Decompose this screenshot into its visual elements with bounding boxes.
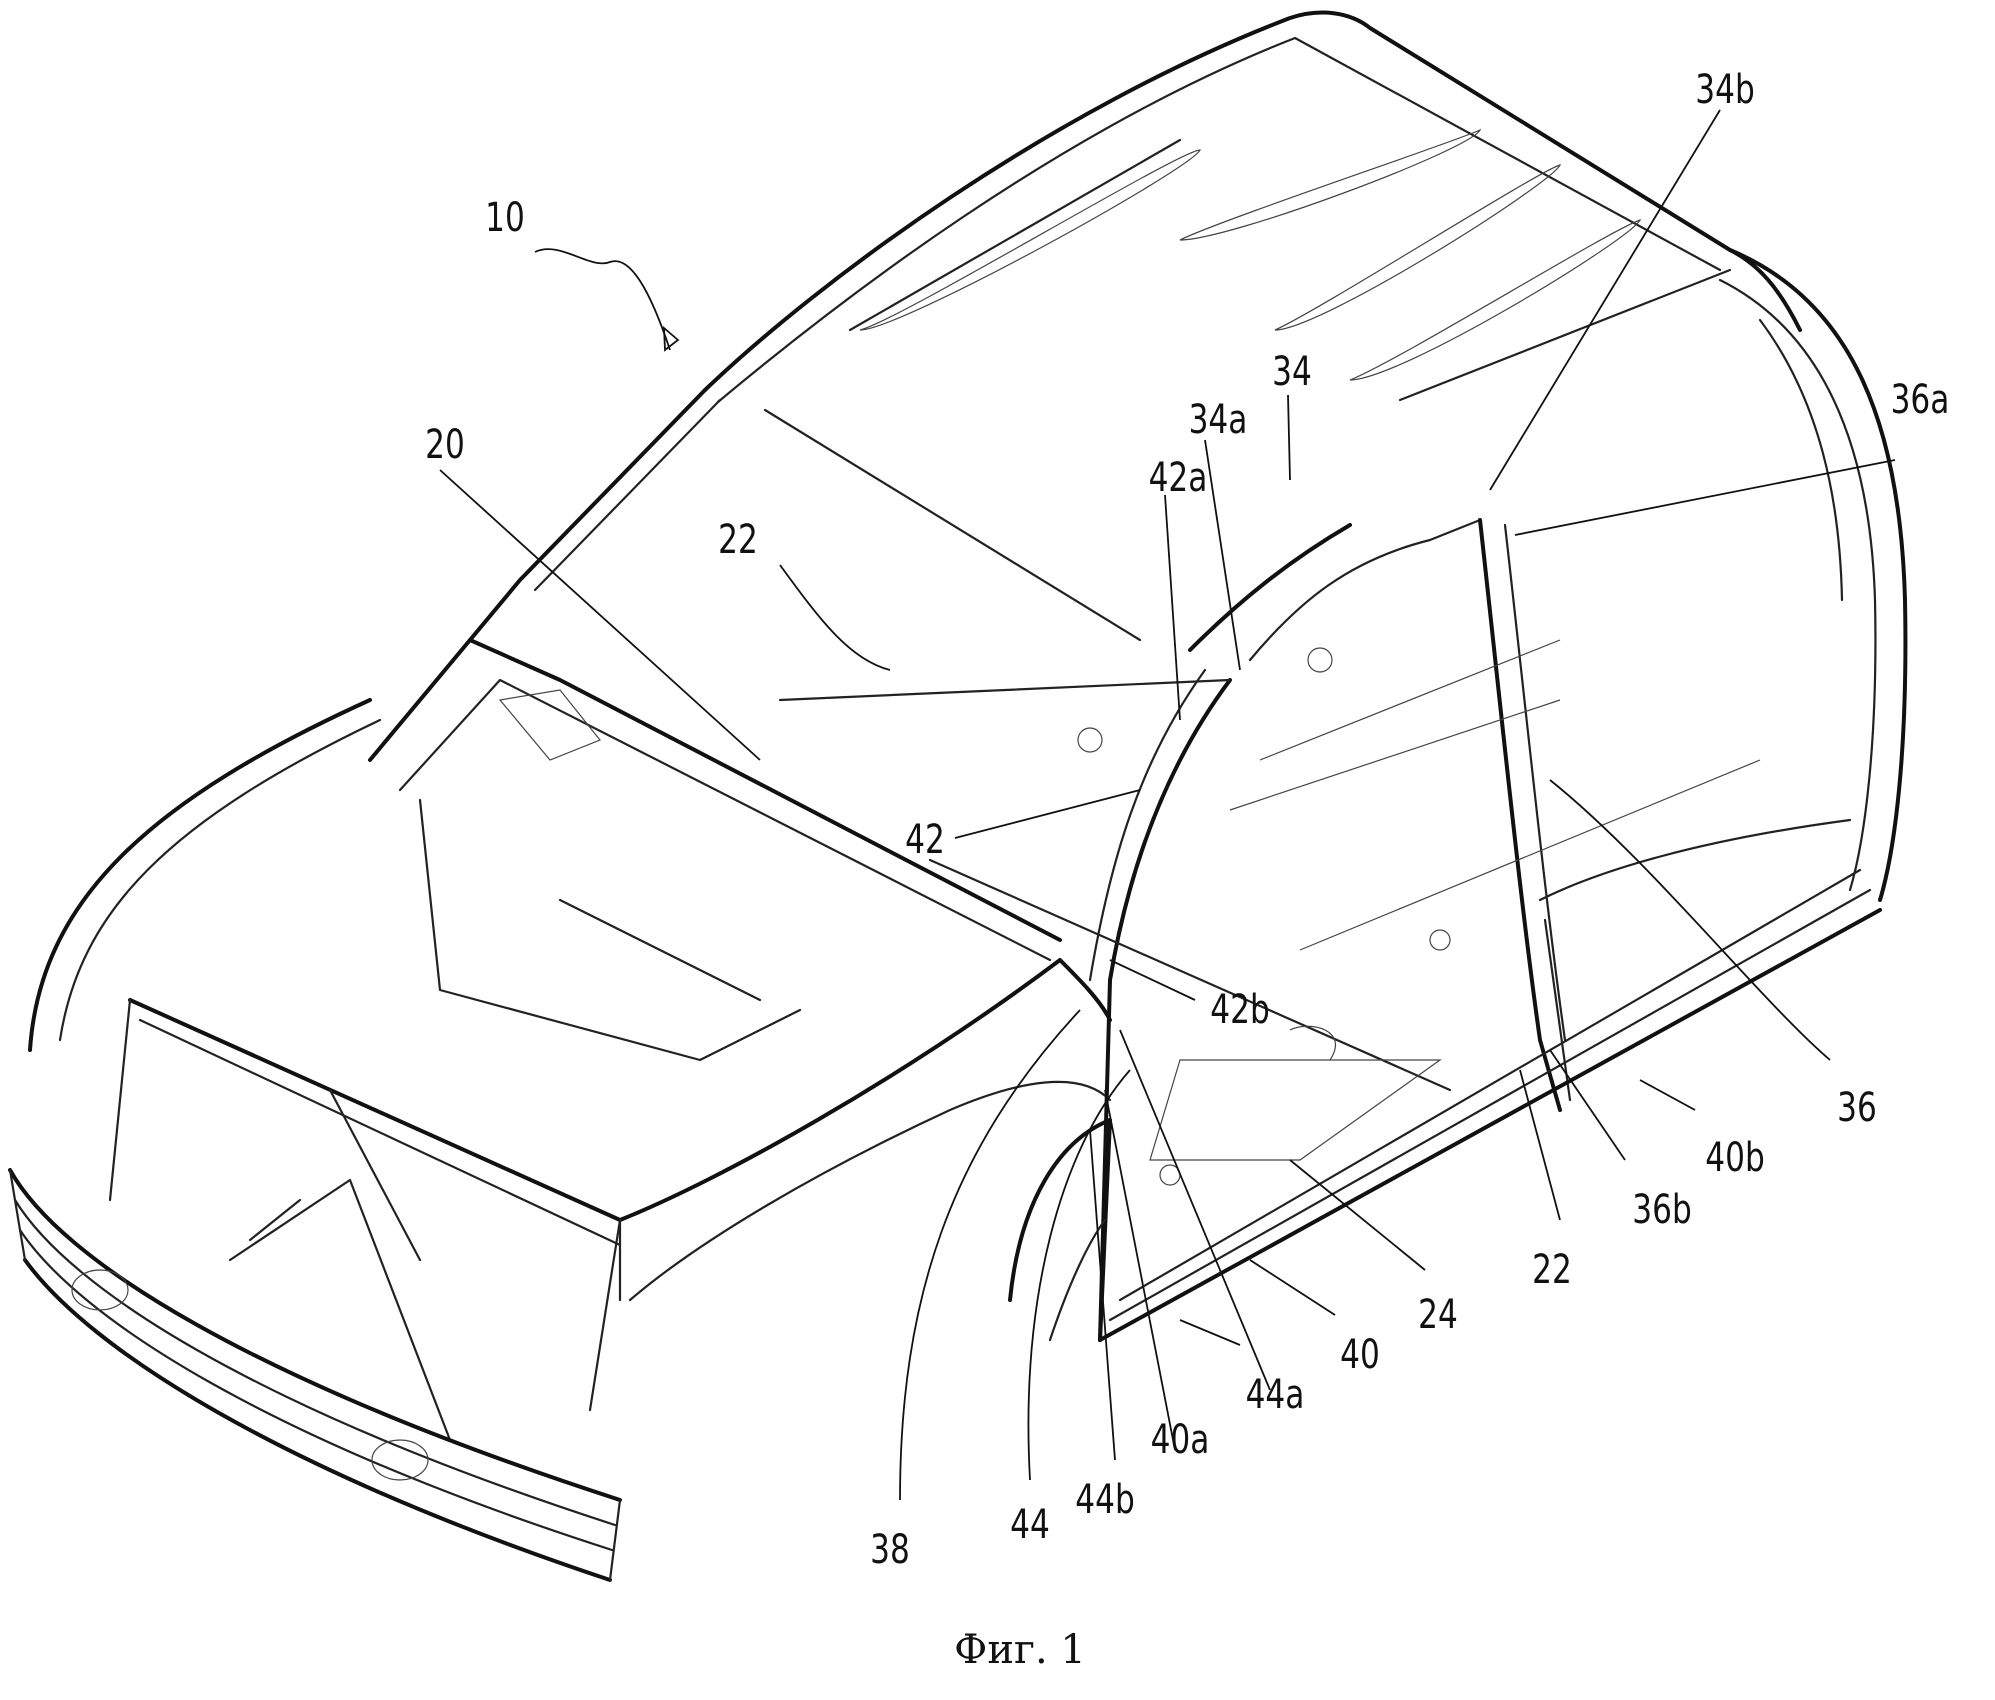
reference-label-36b: 36b	[1632, 1187, 1692, 1233]
reference-label-42b: 42b	[1210, 987, 1270, 1033]
front-bumper	[8, 1168, 622, 1582]
reference-label-42: 42	[905, 817, 945, 863]
engine-bay	[28, 698, 622, 1442]
reference-label-44b: 44b	[1075, 1477, 1135, 1523]
reference-label-40: 40	[1340, 1332, 1380, 1378]
windshield-frame	[468, 388, 1482, 1342]
reference-label-44: 44	[1010, 1502, 1050, 1548]
reference-label-38: 38	[870, 1527, 910, 1573]
reference-label-22-bottom: 22	[1532, 1247, 1572, 1293]
reference-label-34: 34	[1272, 349, 1312, 395]
reference-label-40a: 40a	[1150, 1417, 1210, 1463]
figure-caption: Фиг. 1	[954, 1627, 1086, 1673]
rocker-sill	[1098, 868, 1882, 1342]
reference-label-34a: 34a	[1188, 397, 1248, 443]
reference-label-44a: 44a	[1245, 1372, 1305, 1418]
reference-label-34b: 34b	[1695, 67, 1755, 113]
roof-panel	[703, 10, 1802, 642]
cowl-dash	[368, 638, 1062, 1062]
reference-label-20: 20	[425, 422, 465, 468]
reference-label-10: 10	[485, 195, 525, 241]
leader-lines	[439, 109, 1896, 1501]
reference-label-24: 24	[1418, 1292, 1458, 1338]
b-pillar	[1478, 518, 1572, 1112]
reference-label-36a: 36a	[1890, 377, 1950, 423]
front-fender	[618, 958, 1112, 1342]
rear-pillar	[1718, 248, 1908, 902]
reference-label-22-top: 22	[718, 517, 758, 563]
floor-panel	[778, 639, 1852, 1186]
reference-label-42a: 42a	[1148, 455, 1208, 501]
reference-label-36: 36	[1837, 1085, 1877, 1131]
reference-label-40b: 40b	[1705, 1135, 1765, 1181]
